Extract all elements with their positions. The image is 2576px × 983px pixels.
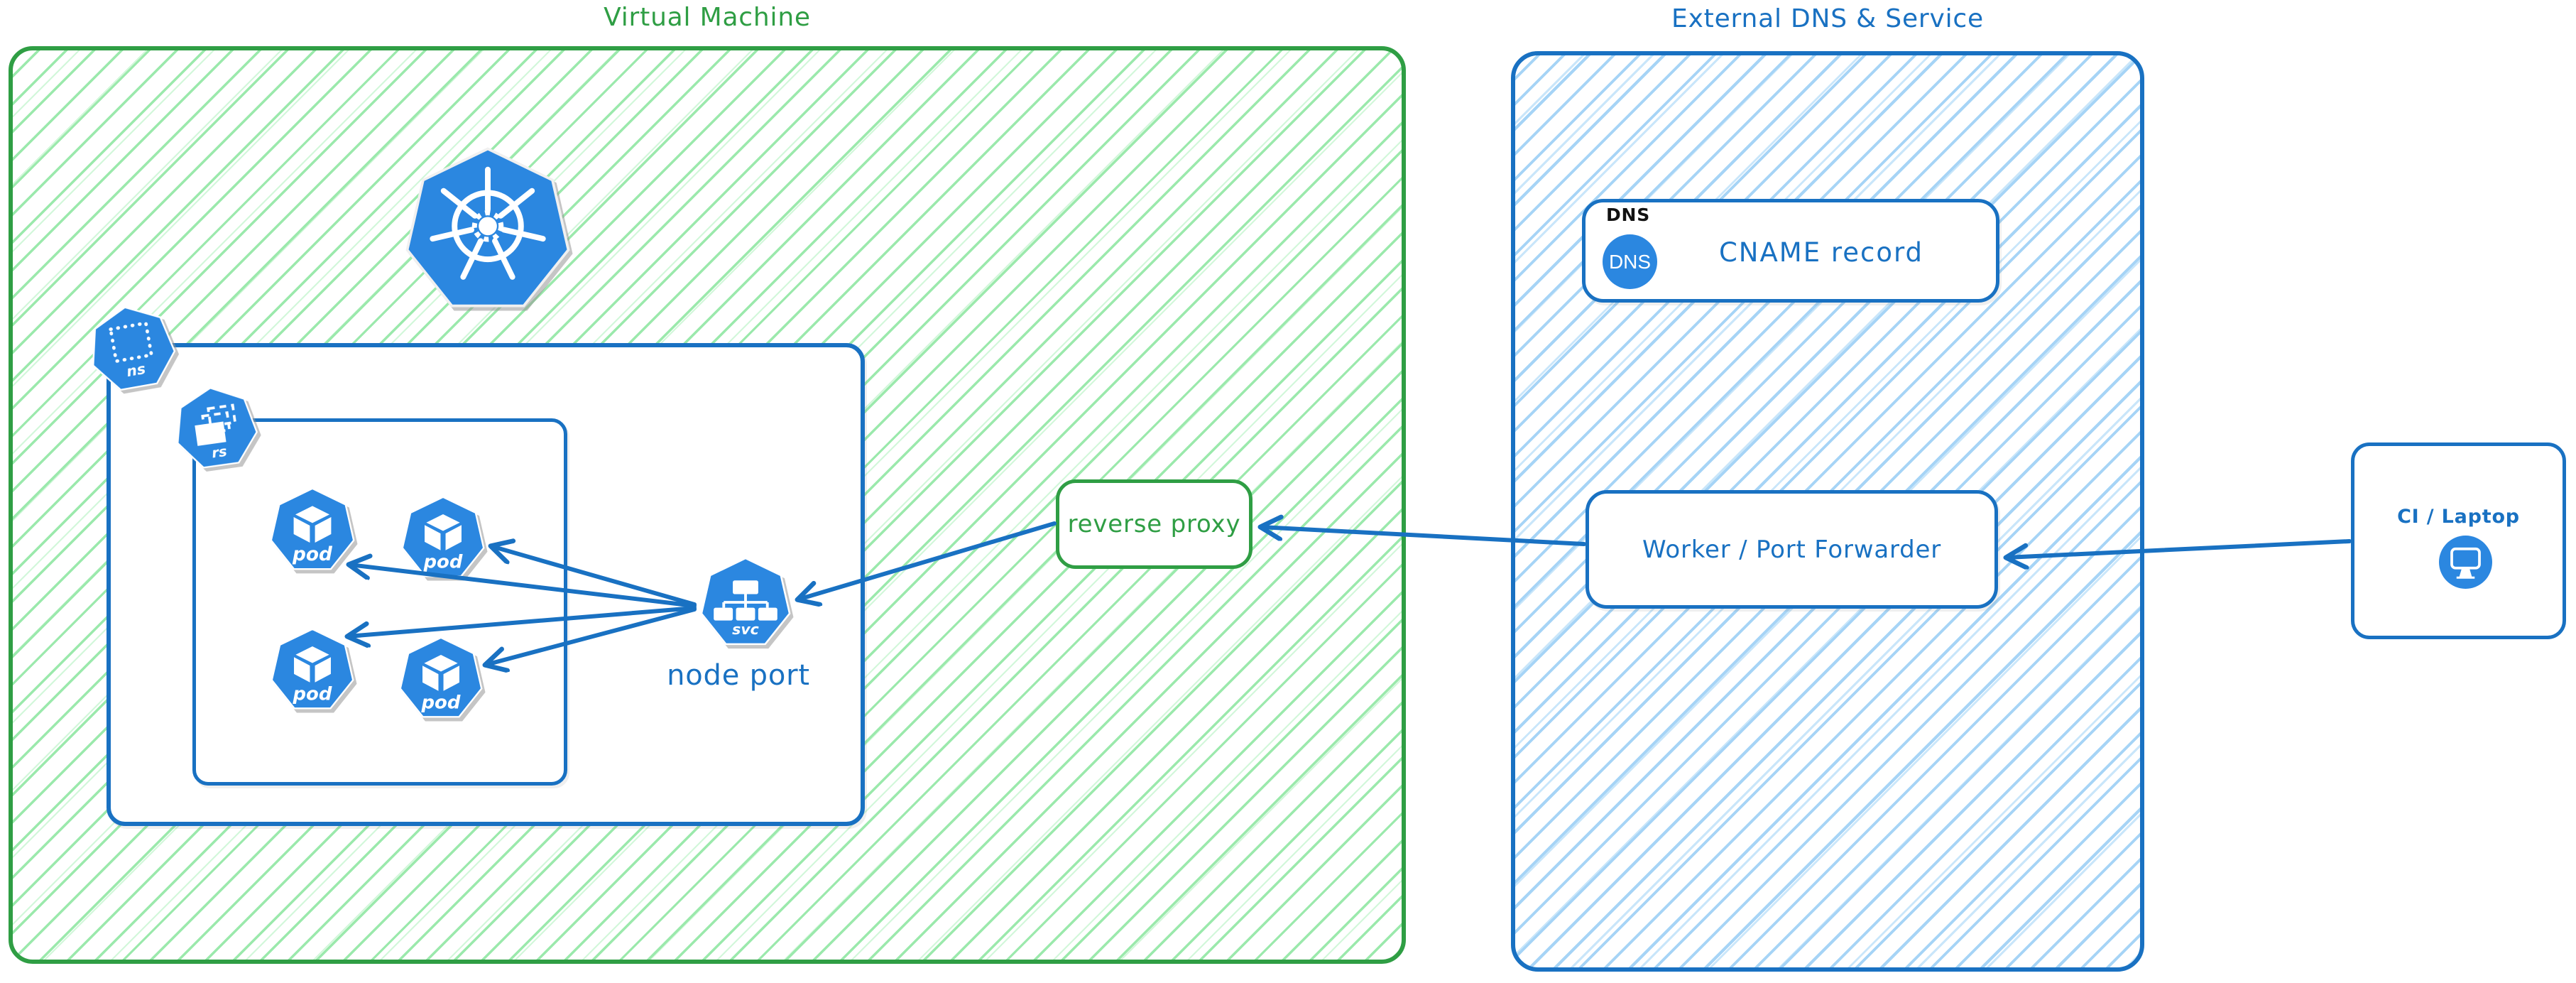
pod-heptagon-icon: pod: [270, 487, 355, 570]
pod-heptagon-icon: pod: [271, 628, 354, 710]
node-port-caption: node port: [667, 659, 810, 692]
namespace-heptagon-icon: ns: [83, 299, 181, 395]
pod-label: pod: [423, 551, 463, 572]
monitor-circle-icon: [2439, 536, 2492, 589]
pod-label: pod: [293, 683, 332, 705]
worker-port-forwarder-label: Worker / Port Forwarder: [1642, 535, 1942, 564]
external-dns-title: External DNS & Service: [1671, 4, 1984, 33]
pod-heptagon-icon: pod: [401, 496, 485, 577]
worker-port-forwarder-box: Worker / Port Forwarder: [1586, 490, 1998, 609]
pod-label: pod: [421, 692, 461, 713]
replicaset-box: [192, 418, 567, 786]
reverse-proxy-label: reverse proxy: [1067, 510, 1241, 538]
reverse-proxy-box: reverse proxy: [1056, 479, 1252, 569]
kubernetes-wheel-icon: [405, 147, 570, 308]
dns-tag: DNS: [1606, 205, 1651, 225]
svc-label: svc: [732, 621, 759, 638]
cname-record-label: CNAME record: [1718, 237, 1924, 268]
pod-heptagon-icon: pod: [399, 636, 483, 718]
dns-circle-icon: DNS: [1603, 234, 1657, 289]
pod-label: pod: [292, 543, 333, 565]
replicaset-heptagon-icon: rs: [170, 381, 262, 472]
service-heptagon-icon: svc: [700, 557, 791, 646]
ns-label: ns: [125, 360, 146, 380]
ci-laptop-label: CI / Laptop: [2397, 506, 2520, 528]
rs-label: rs: [211, 443, 229, 462]
vm-title: Virtual Machine: [604, 3, 811, 32]
